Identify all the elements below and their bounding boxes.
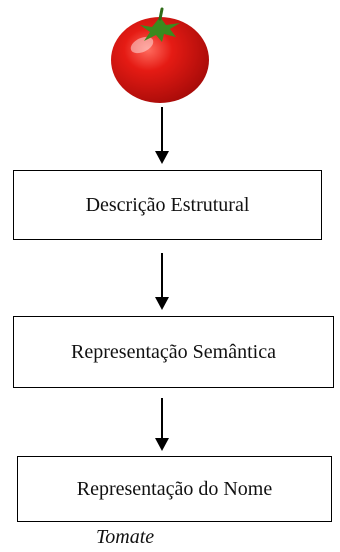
box-label: Descrição Estrutural bbox=[85, 193, 250, 216]
tomato-icon bbox=[100, 5, 220, 105]
flow-box-name: Representação do Nome bbox=[17, 456, 332, 522]
caption: Tomate bbox=[96, 526, 155, 548]
box-label: Representação Semântica bbox=[71, 340, 276, 363]
box-label: Representação do Nome bbox=[76, 477, 273, 500]
arrow-2 bbox=[150, 253, 174, 311]
arrow-3 bbox=[150, 398, 174, 452]
arrow-1 bbox=[150, 107, 174, 165]
flow-box-structural: Descrição Estrutural bbox=[13, 170, 322, 240]
flow-box-semantic: Representação Semântica bbox=[13, 316, 334, 388]
